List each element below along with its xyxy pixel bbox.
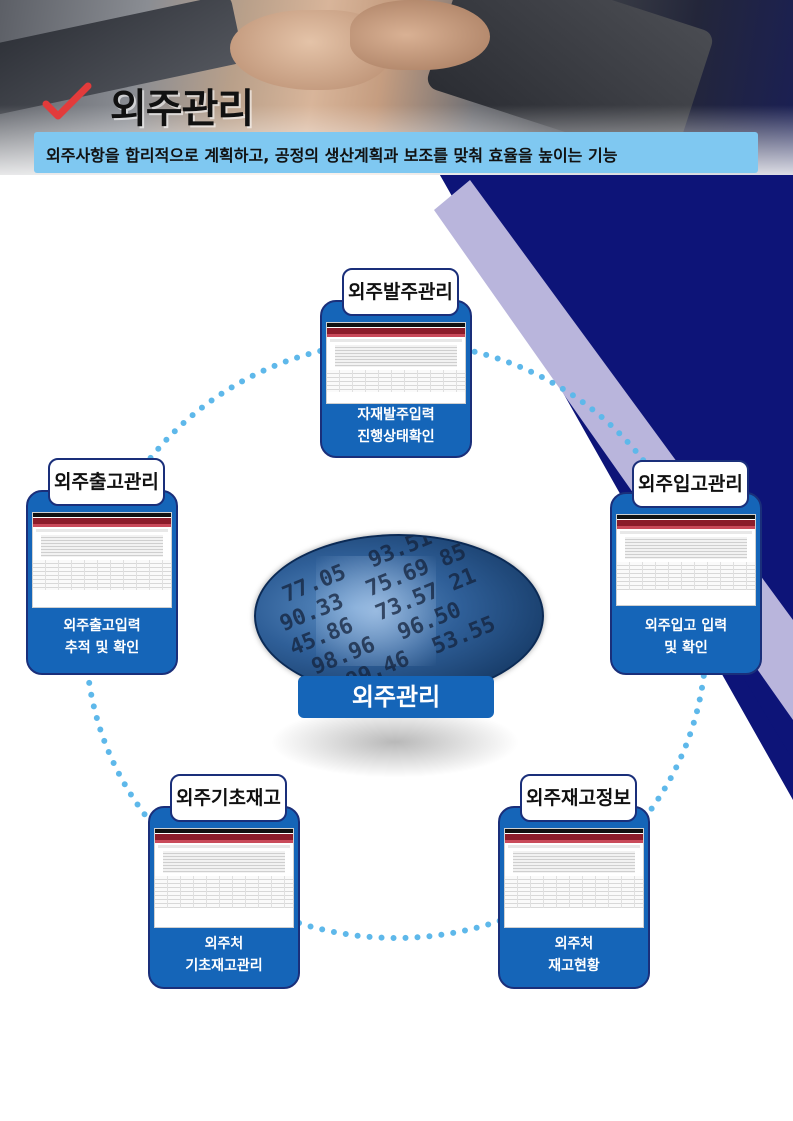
- screenshot-thumbnail: [326, 322, 466, 404]
- module-desc-line1: 외주처: [554, 936, 594, 952]
- subtitle-text: 외주사항을 합리적으로 계획하고, 공정의 생산계획과 보조를 맞춰 효율을 높…: [46, 146, 618, 165]
- module-desc-line1: 외주출고입력: [63, 618, 141, 634]
- center-image: 77.05 93.51 90.33 75.69 85 45.86 73.57 2…: [254, 534, 544, 698]
- module-desc-line2: 재고현황: [548, 958, 600, 974]
- module-shipping[interactable]: 외주출고관리 외주출고입력 추적 및 확인: [26, 458, 178, 675]
- center-image-glow: [316, 556, 436, 666]
- module-desc-line2: 추적 및 확인: [64, 640, 140, 656]
- screenshot-thumbnail: [504, 828, 644, 928]
- module-desc-line2: 진행상태확인: [357, 429, 435, 445]
- center-shadow: [270, 718, 520, 778]
- module-desc-line1: 외주입고 입력: [644, 618, 728, 634]
- module-title: 외주발주관리: [342, 268, 459, 316]
- module-desc-line2: 기초재고관리: [185, 958, 263, 974]
- screenshot-thumbnail: [154, 828, 294, 928]
- module-desc-line1: 외주처: [204, 936, 244, 952]
- module-title: 외주출고관리: [48, 458, 165, 506]
- module-description: 외주처 재고현황: [500, 933, 648, 977]
- module-title: 외주입고관리: [632, 460, 749, 508]
- module-stock-info[interactable]: 외주재고정보 외주처 재고현황: [498, 774, 650, 989]
- module-base-stock[interactable]: 외주기초재고 외주처 기초재고관리: [148, 774, 300, 989]
- screenshot-thumbnail: [32, 512, 172, 608]
- subtitle-bar: 외주사항을 합리적으로 계획하고, 공정의 생산계획과 보조를 맞춰 효율을 높…: [34, 132, 758, 173]
- checkmark-icon: [42, 82, 92, 120]
- screenshot-thumbnail: [616, 514, 756, 606]
- module-title: 외주기초재고: [170, 774, 287, 822]
- center-image-numbers: 77.05 93.51 90.33 75.69 85 45.86 73.57 2…: [254, 534, 500, 698]
- module-desc-line1: 자재발주입력: [357, 407, 435, 423]
- banner-hand-2: [350, 0, 490, 70]
- module-receiving[interactable]: 외주입고관리 외주입고 입력 및 확인: [610, 460, 762, 675]
- module-description: 외주처 기초재고관리: [150, 933, 298, 977]
- module-description: 자재발주입력 진행상태확인: [322, 404, 470, 448]
- module-purchase-order[interactable]: 외주발주관리 자재발주입력 진행상태확인: [320, 268, 472, 458]
- module-description: 외주입고 입력 및 확인: [612, 615, 760, 659]
- module-title: 외주재고정보: [520, 774, 637, 822]
- module-desc-line2: 및 확인: [664, 640, 708, 656]
- module-description: 외주출고입력 추적 및 확인: [28, 615, 176, 659]
- page-title: 외주관리: [110, 86, 254, 132]
- center-label: 외주관리: [298, 676, 494, 718]
